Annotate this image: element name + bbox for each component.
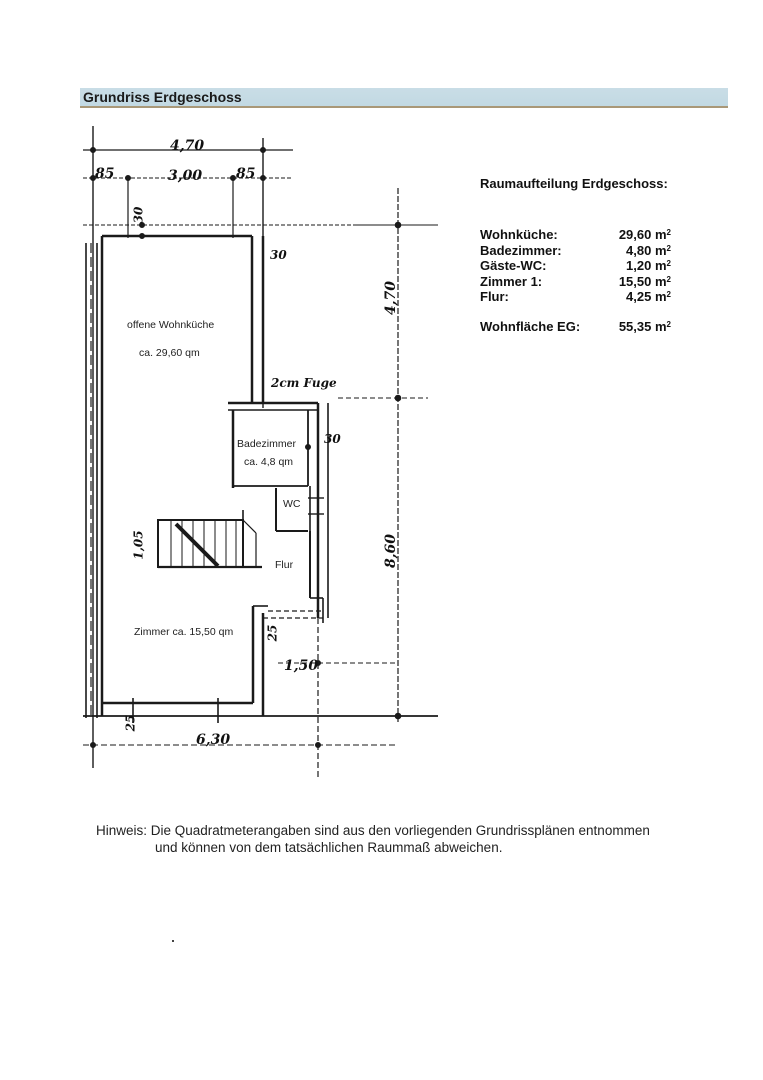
dim-right-lower: 8,60	[383, 533, 400, 569]
summary-row-value: 4,25 m2	[626, 289, 671, 304]
summary-row-label: Zimmer 1:	[480, 273, 543, 289]
summary-row: Zimmer 1: 15,50 m2	[480, 274, 671, 290]
summary-row-label: Wohnküche:	[480, 227, 558, 242]
dim-wall-right: 30	[270, 248, 287, 262]
summary-total-row: Wohnfläche EG: 55,35 m2	[480, 319, 671, 335]
section-title: Grundriss Erdgeschoss	[83, 89, 242, 105]
floorplan-lines	[83, 126, 438, 778]
dim-right-upper: 4,70	[383, 280, 400, 316]
dim-top-right: 85	[236, 166, 256, 182]
dim-top-total: 4,70	[170, 138, 205, 154]
summary-row: Flur: 4,25 m2	[480, 289, 671, 305]
dim-bottom-right: 1,50	[284, 658, 319, 674]
section-header-bar: Grundriss Erdgeschoss	[80, 88, 728, 108]
room-summary: Raumaufteilung Erdgeschoss: Wohnküche: 2…	[480, 176, 680, 334]
summary-title: Raumaufteilung Erdgeschoss:	[480, 176, 668, 191]
room-label-flur: Flur	[275, 559, 294, 571]
dim-top-left: 85	[95, 166, 115, 182]
room-area-badezimmer: ca. 4,8 qm	[244, 456, 294, 468]
summary-row-value: 1,20 m2	[626, 258, 671, 273]
note-line-2: und können von dem tatsächlichen Raummaß…	[155, 840, 503, 855]
room-area-wohnkueche: ca. 29,60 qm	[139, 347, 200, 359]
floorplan-drawing: 4,70 85 3,00 85 30 30 2cm Fuge 30 1,05 4…	[78, 118, 438, 778]
room-label-zimmer: Zimmer ca. 15,50 qm	[134, 626, 234, 638]
note-line-1: Hinweis: Die Quadratmeterangaben sind au…	[96, 823, 650, 838]
dim-wall-top: 30	[131, 206, 146, 224]
dim-stair-width: 1,05	[131, 530, 146, 560]
dim-top-middle: 3,00	[168, 168, 203, 184]
summary-row-label: Gäste-WC:	[480, 258, 547, 273]
summary-row-label: Badezimmer:	[480, 242, 562, 258]
dim-wall-bath: 30	[324, 432, 341, 446]
summary-row-value: 29,60 m2	[618, 227, 671, 242]
room-label-wohnkueche: offene Wohnküche	[127, 319, 215, 331]
disclaimer-note: Hinweis: Die Quadratmeterangaben sind au…	[96, 822, 650, 856]
summary-row: Badezimmer: 4,80 m2	[480, 243, 671, 259]
room-label-wc: WC	[283, 498, 301, 510]
summary-row-value: 4,80 m2	[626, 242, 671, 258]
room-label-badezimmer: Badezimmer	[237, 438, 296, 450]
summary-total-value: 55,35 m2	[618, 318, 671, 334]
dim-wall-bottom: 25	[123, 714, 138, 732]
summary-row: Gäste-WC: 1,20 m2	[480, 258, 671, 274]
scan-speck	[172, 940, 174, 942]
summary-row: Wohnküche: 29,60 m2	[480, 227, 671, 243]
summary-row-label: Flur:	[480, 289, 509, 304]
dim-joint-note: 2cm Fuge	[271, 376, 337, 390]
dim-wall-flur: 25	[265, 624, 280, 642]
summary-row-value: 15,50 m2	[618, 273, 671, 289]
dim-bottom-total: 6,30	[196, 732, 231, 748]
summary-total-label: Wohnfläche EG:	[480, 318, 581, 334]
